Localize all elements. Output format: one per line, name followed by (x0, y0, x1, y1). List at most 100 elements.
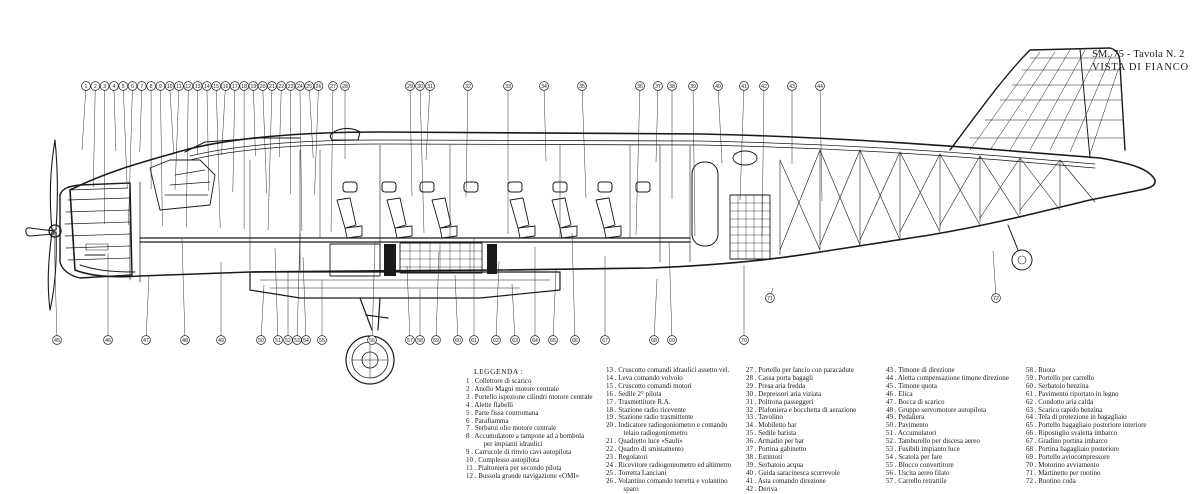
legend-entry: 47 . Bocca di scarico (886, 397, 945, 406)
legend-entry: 72 . Ruotino coda (1026, 476, 1076, 485)
legend-entry: 40 . Guida saracinesca scorrevole (746, 468, 840, 477)
callout-marker: 33 (503, 81, 513, 91)
callout-leader-line (692, 85, 696, 237)
legend-entry: 70 . Motorino avviamento (1026, 460, 1100, 469)
callout-number: 7 (140, 84, 143, 90)
callout-leader-line (635, 85, 641, 236)
callout-leader-line (267, 85, 273, 231)
legend-entry: 17 . Trasmettitore R.A. (606, 397, 671, 406)
legend-entry: 33 . Tavolino (746, 413, 783, 422)
callout-marker: 11 (174, 81, 184, 91)
callout-leader-line (145, 275, 150, 341)
legend-entry: 60 . Serbatoio benzina (1026, 381, 1089, 390)
legend-entry: 68 . Portina bagagliaio posteriore (1026, 445, 1120, 454)
callout-marker: 46 (103, 335, 113, 345)
callout-marker: 72 (991, 293, 1001, 303)
callout-leader-line (113, 85, 117, 152)
callout-leader-line (314, 85, 319, 196)
callout-leader-line (253, 85, 256, 157)
callout-number: 32 (465, 84, 471, 90)
callout-number: 10 (167, 84, 173, 90)
callout-number: 12 (185, 84, 191, 90)
callout-marker: 20 (257, 81, 268, 91)
callout-marker: 7 (137, 81, 147, 91)
callout-marker: 65 (548, 335, 558, 345)
callout-leader-line (655, 85, 659, 163)
callout-number: 11 (176, 84, 181, 90)
callout-number: 27 (330, 84, 336, 90)
callout-marker: 9 (155, 81, 166, 91)
legend-entry: 18 . Stazione radio ricevente (606, 405, 686, 414)
callout-number: 35 (579, 84, 585, 90)
callout-leader-line (454, 274, 459, 341)
legend-entry: 16 . Sedile 2° pilota (606, 389, 662, 398)
passenger-seats (336, 197, 622, 239)
callout-number: 39 (690, 84, 696, 90)
callout-marker: 14 (202, 81, 212, 91)
callout-number: 20 (260, 84, 266, 90)
callout-number: 48 (182, 338, 188, 344)
callout-marker: 16 (220, 81, 231, 91)
legend-entry: 48 . Gruppo servomotore autopilota (886, 405, 987, 414)
callout-marker: 50 (256, 335, 266, 345)
callout-marker: 19 (248, 81, 259, 91)
callout-marker: 52 (283, 335, 293, 345)
callout-leader-line (186, 85, 189, 228)
callout-leader-line (232, 85, 236, 193)
callout-number: 46 (105, 338, 111, 344)
callout-number: 67 (602, 338, 608, 344)
legend-entry: 8 . Accumulatore a tampone ad a bombola (466, 432, 585, 441)
callout-marker: 8 (146, 81, 156, 91)
callout-marker: 55 (317, 335, 327, 345)
legend-entry: 64 . Tela di protezione in bagagliaio (1026, 413, 1127, 422)
callout-leader-line (819, 85, 823, 202)
callout-marker: 44 (815, 81, 825, 91)
callout-number: 3 (103, 84, 106, 90)
callout-marker: 67 (600, 335, 610, 345)
callout-number: 14 (204, 84, 210, 90)
callout-number: 26 (316, 84, 322, 90)
legend-entry: 26 . Volantino comando torretta e volant… (606, 476, 728, 485)
callout-number: 17 (232, 84, 238, 90)
callout-number: 37 (655, 84, 661, 90)
callout-leader-line (406, 265, 411, 341)
legend-entry: 2 . Anello Magni motore centrale (466, 384, 559, 393)
legend-entry: 38 . Estintori (746, 452, 783, 461)
callout-number: 49 (218, 338, 224, 344)
legend-entry: 39 . Serbatoio acqua (746, 460, 804, 469)
callout-number: 24 (297, 84, 303, 90)
callout-leader-line (279, 85, 282, 158)
legend-entry: 22 . Quadro di smistamento (606, 445, 684, 454)
legend-entry: 49 . Pedaliera (886, 413, 925, 422)
callout-leader-line (139, 85, 143, 153)
callout-leader-line (221, 85, 226, 156)
legend-column-2: 13 . Cruscotto comandi idraulici assetto… (606, 366, 731, 494)
callout-number: 18 (241, 84, 247, 90)
callout-leader-line (581, 85, 587, 199)
legend-entry: 62 . Condotto aria calda (1026, 397, 1094, 406)
callout-leader-line (425, 85, 431, 161)
callout-leader-line (330, 85, 334, 233)
callout-number: 52 (285, 338, 291, 344)
callout-marker: 36 (635, 81, 645, 91)
callout-marker: 49 (216, 335, 226, 345)
legend-entry: 54 . Scatola per fare (886, 452, 943, 461)
legend-entry: 35 . Sedile barista (746, 429, 797, 438)
legend-heading: LEGGENDA : (474, 367, 524, 376)
legend-entry: 7 . Serbatoi olio motore centrale (466, 424, 557, 433)
legend-entry: 19 . Stazione radio trasmittente (606, 413, 694, 422)
callout-number: 66 (572, 338, 578, 344)
callout-number: 15 (213, 84, 219, 90)
callout-leader-line (992, 250, 997, 299)
legend-entry: 63 . Scarico rapido benzina (1026, 405, 1103, 414)
callout-number: 33 (505, 84, 511, 90)
callout-marker: 32 (463, 81, 473, 91)
callout-leader-line (495, 260, 500, 341)
legend-entry: 52 . Tamburello per discesa aereo (886, 437, 980, 446)
callout-marker: 39 (688, 81, 698, 91)
callout-leader-line (169, 85, 174, 154)
